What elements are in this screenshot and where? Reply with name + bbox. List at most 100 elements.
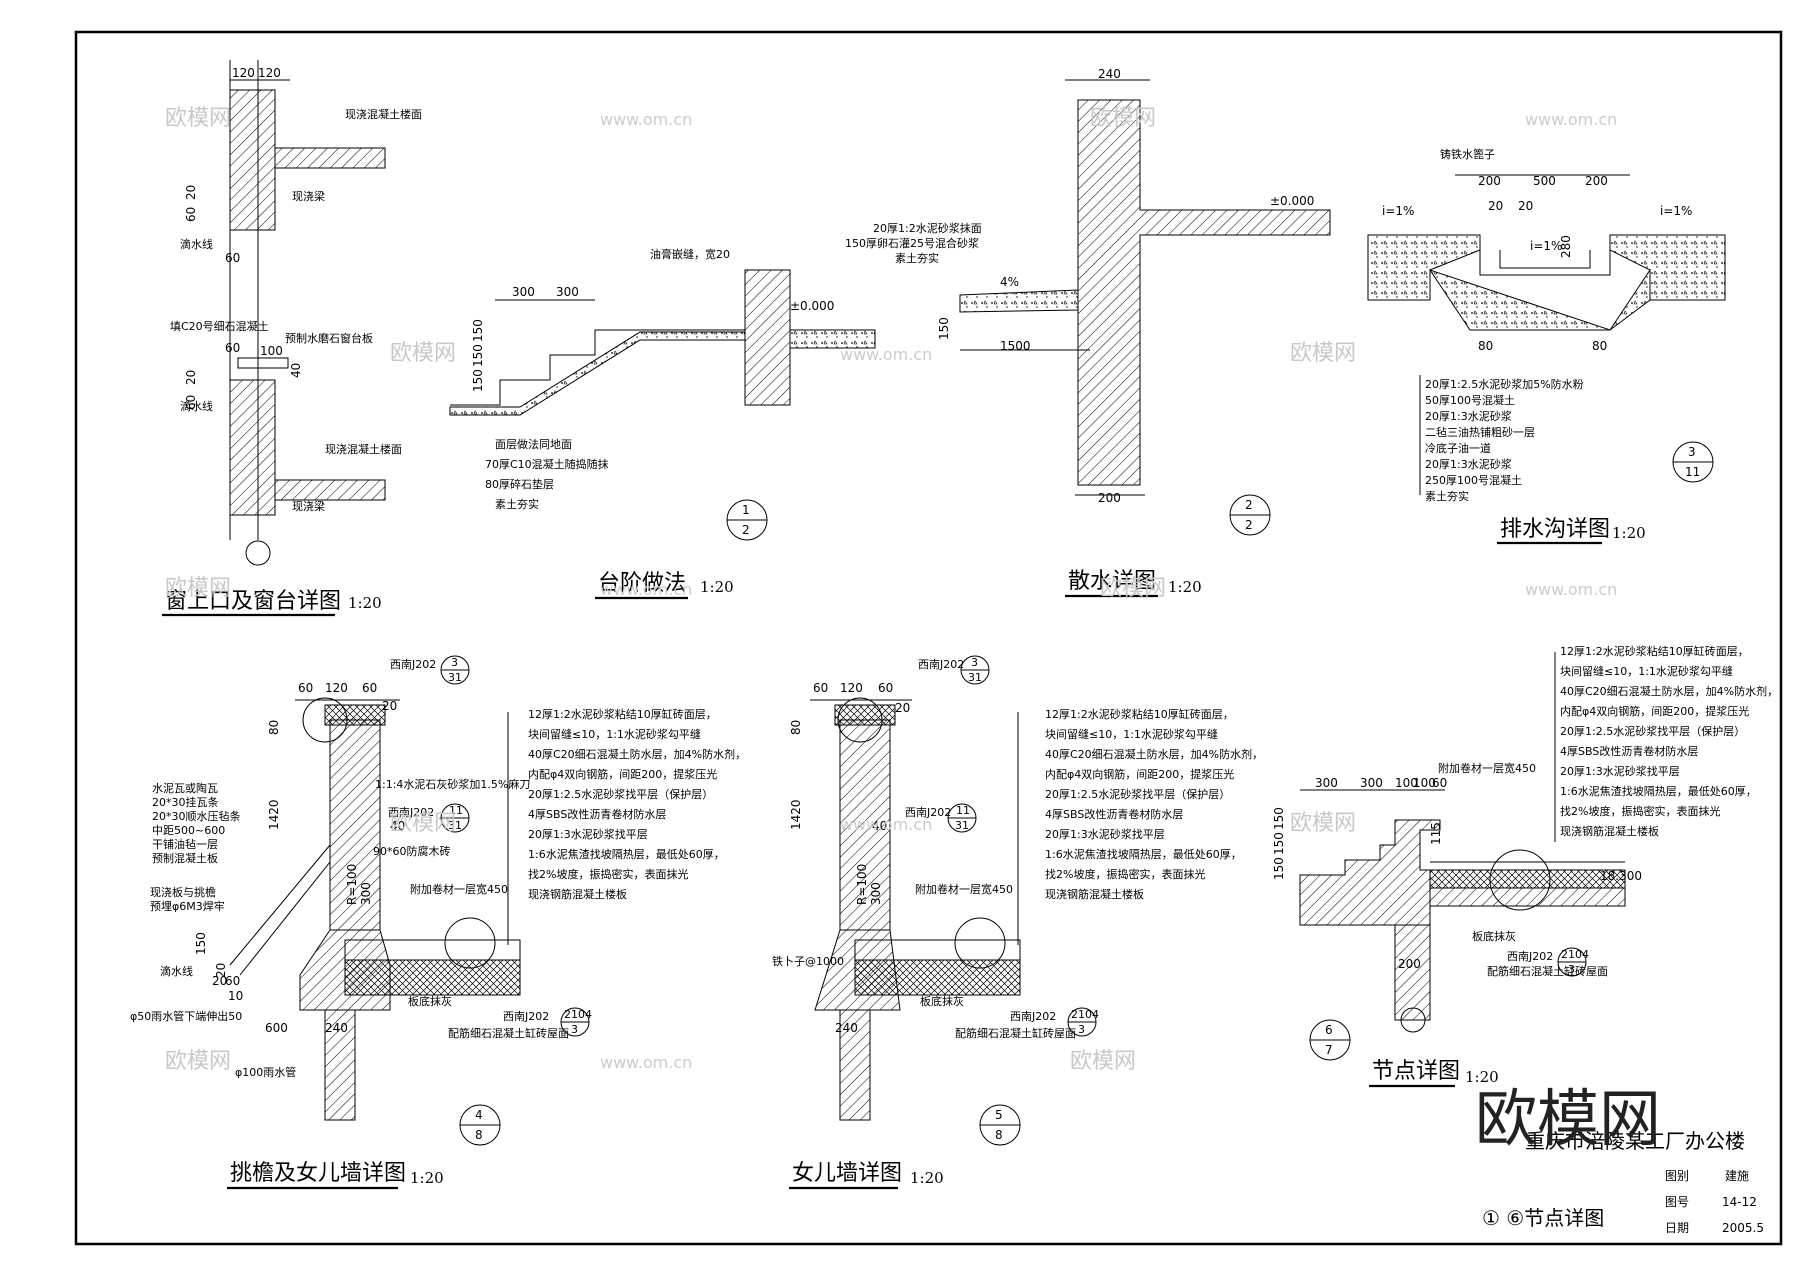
layer-note: 块间留缝≤10，1:1水泥砂浆勾平缝: [528, 727, 701, 741]
dim-label: 300: [1315, 776, 1338, 790]
dim-label: 300: [359, 882, 373, 905]
layer-note: 4厚SBS改性沥青卷材防水层: [1045, 807, 1183, 821]
watermark-text: www.om.cn: [1525, 580, 1617, 599]
ref-bottom: 3: [571, 1023, 578, 1036]
detail-scale: 1:20: [348, 594, 382, 612]
detail-scale: 1:20: [1465, 1068, 1499, 1086]
ref-top: 2104: [1071, 1008, 1099, 1021]
detail-title: 窗上口及窗台详图: [165, 589, 341, 614]
detail-title: 挑檐及女儿墙详图: [230, 1161, 406, 1186]
note: 面层做法同地面: [495, 437, 572, 451]
note: 附加卷材一层宽450: [915, 882, 1013, 896]
note: 配筋细石混凝土缸砖屋面: [1487, 964, 1608, 978]
note: 铸铁水篦子: [1440, 147, 1495, 161]
dim-label: 40: [289, 363, 303, 378]
dim-label: 280: [1559, 235, 1573, 258]
window-detail: 120 120 60 20 60 60 100 20 60 40 现浇混凝土楼面…: [162, 60, 422, 617]
note: 现浇梁: [292, 189, 325, 203]
ref-label: 西南J202: [390, 658, 436, 671]
dim-label: 1420: [267, 799, 281, 830]
detail-scale: 1:20: [910, 1169, 944, 1187]
watermark-text: www.om.cn: [840, 345, 932, 364]
dim-label: 150: [471, 319, 485, 342]
layer-note: 40厚C20细石混凝土防水层，加4%防水剂，: [528, 747, 746, 761]
parapet-detail: 60 120 60 20 80 1420 R=100 300 40 240 附加…: [772, 655, 1263, 1190]
note: 填C20号细石混凝土: [170, 319, 269, 333]
symbol-bottom: 2: [1245, 518, 1253, 532]
dim-label: ±0.000: [790, 299, 834, 313]
note: 滴水线: [180, 237, 213, 251]
dim-label: i=1%: [1382, 204, 1414, 218]
note: 附加卷材一层宽450: [410, 882, 508, 896]
note: 20厚1:2水泥砂浆抹面: [873, 221, 982, 235]
tb-key: 图号: [1665, 1195, 1689, 1209]
layer-note: 20厚1:2.5水泥砂浆找平层（保护层）: [1045, 787, 1230, 801]
note: 50厚100号混凝土: [1425, 393, 1515, 407]
layer-note: 找2%坡度，振捣密实，表面抹光: [528, 867, 688, 881]
watermark-text: 欧模网: [390, 811, 456, 836]
watermark-text: 欧模网: [390, 341, 456, 366]
dim-label: 100: [1395, 776, 1418, 790]
note: 150厚卵石灌25号混合砂浆: [845, 236, 979, 250]
symbol-bottom: 8: [995, 1128, 1003, 1142]
dim-label: 60: [225, 341, 240, 355]
dim-label: 115: [1429, 822, 1443, 845]
dim-label: 120: [840, 681, 863, 695]
tb-value: 建施: [1725, 1169, 1749, 1183]
dim-label: 80: [789, 720, 803, 735]
dim-label: R=100: [855, 864, 869, 905]
watermark-text: www.om.cn: [1525, 110, 1617, 129]
layer-note: 12厚1:2水泥砂浆粘结10厚缸砖面层，: [1045, 707, 1234, 721]
detail-scale: 1:20: [410, 1169, 444, 1187]
note: 水泥瓦或陶瓦: [152, 781, 218, 795]
note: 板底抹灰: [408, 994, 452, 1008]
dim-label: 120: [325, 681, 348, 695]
detail-title: 节点详图: [1372, 1059, 1460, 1084]
note: 二毡三油热铺粗砂一层: [1425, 425, 1535, 439]
dim-label: 60: [362, 681, 377, 695]
dim-label: 80: [267, 720, 281, 735]
dim-label: i=1%: [1530, 239, 1562, 253]
ref-top: 3: [451, 656, 458, 669]
symbol-top: 1: [742, 503, 750, 517]
symbol-top: 4: [475, 1108, 483, 1122]
ref-label: 西南J202: [1507, 950, 1553, 963]
layer-note: 20厚1:3水泥砂浆找平层: [1560, 764, 1680, 778]
dim-label: 100: [260, 344, 283, 358]
dim-label: R=100: [345, 864, 359, 905]
layer-note: 40厚C20细石混凝土防水层，加4%防水剂，: [1045, 747, 1263, 761]
layer-note: 20厚1:3水泥砂浆找平层: [528, 827, 648, 841]
note: 冷底子油一道: [1425, 441, 1491, 455]
dim-label: 150: [471, 344, 485, 367]
layer-note: 20厚1:2.5水泥砂浆找平层（保护层）: [1560, 724, 1745, 738]
dim-label: i=1%: [1660, 204, 1692, 218]
ref-label: 西南J202: [905, 806, 951, 819]
watermark-text: 欧模网: [165, 1049, 231, 1074]
layer-note: 40厚C20细石混凝土防水层，加4%防水剂，: [1560, 684, 1778, 698]
symbol-bottom: 2: [742, 523, 750, 537]
dim-label: 20: [1518, 199, 1533, 213]
dim-label: 500: [1533, 174, 1556, 188]
title-block: 重庆市涪陵某工厂办公楼 图别 建施 图号 14-12 日期 2005.5 ① ⑥…: [1482, 1129, 1764, 1235]
tb-key: 日期: [1665, 1221, 1689, 1235]
layer-note: 内配φ4双向钢筋，间距200，提浆压光: [1045, 767, 1234, 781]
dim-label: 120: [232, 66, 255, 80]
dim-label: 150: [937, 317, 951, 340]
note: 1:1:4水泥石灰砂浆加1.5%麻刀: [375, 777, 530, 791]
layer-note: 找2%坡度，振捣密实，表面抹光: [1045, 867, 1205, 881]
detail-scale: 1:20: [1612, 524, 1646, 542]
watermark-text: 欧模网: [1100, 576, 1166, 601]
detail-title: 排水沟详图: [1500, 517, 1610, 542]
dim-label: 300: [869, 882, 883, 905]
ref-bottom: 31: [448, 671, 462, 684]
sheet-border: [74, 30, 1783, 1246]
watermark-text: 欧模网: [165, 106, 231, 131]
ref-top: 11: [449, 804, 463, 817]
symbol-top: 6: [1325, 1023, 1333, 1037]
dim-label: 20: [184, 185, 198, 200]
dim-label: 600: [265, 1021, 288, 1035]
dim-label: 60: [225, 251, 240, 265]
tb-key: 图别: [1665, 1169, 1689, 1183]
layer-note: 4厚SBS改性沥青卷材防水层: [1560, 744, 1698, 758]
